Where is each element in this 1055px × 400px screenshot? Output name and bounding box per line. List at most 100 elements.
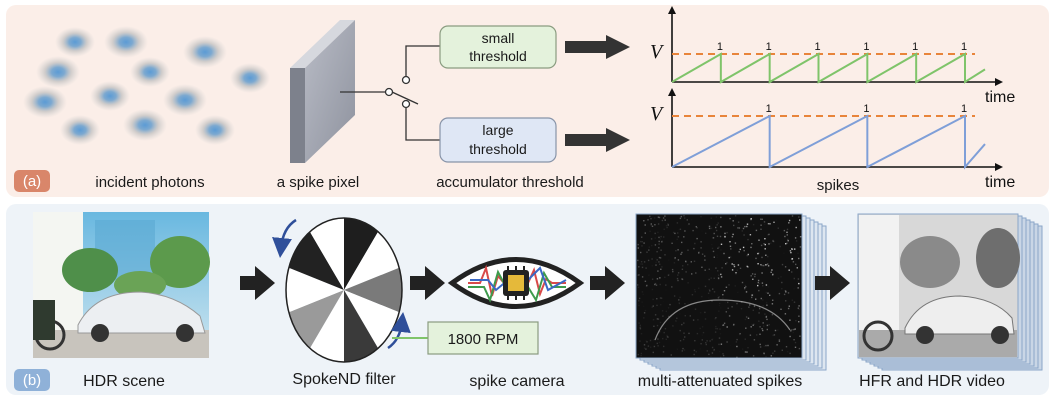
spike-dot: [743, 288, 746, 290]
spike-dot: [749, 234, 752, 236]
spike-dot: [723, 322, 726, 324]
spike-pixel: [290, 20, 355, 163]
spike-dot: [682, 347, 684, 350]
spike-dot: [694, 290, 696, 293]
spike-dot: [652, 265, 653, 266]
spike-dot: [676, 317, 678, 319]
spike-dot: [729, 256, 732, 258]
spike-dot: [712, 237, 715, 239]
spike-dot: [766, 263, 769, 265]
spike-dot: [750, 246, 752, 249]
spike-dot: [657, 345, 659, 347]
spike-value-label: 1: [961, 41, 967, 53]
panel-a-background: [6, 5, 1049, 197]
spike-dot: [640, 261, 643, 263]
spike-dot: [722, 324, 724, 326]
spike-dot: [679, 313, 680, 314]
spike-dot: [701, 253, 704, 255]
spike-dot: [740, 308, 743, 310]
spike-dot: [739, 248, 741, 251]
spike-dot: [734, 242, 737, 244]
filter-rim: [285, 217, 403, 363]
spike-dot: [738, 333, 741, 336]
spike-dot: [751, 273, 754, 275]
spike-dot: [659, 257, 662, 259]
spike-dot: [783, 229, 786, 232]
spike-dot: [741, 348, 744, 350]
spike-dot: [643, 344, 646, 346]
spike-dot: [771, 274, 774, 276]
spike-dot: [745, 327, 747, 329]
spike-dot: [681, 350, 683, 352]
spike-dot: [759, 307, 761, 310]
spike-dot: [792, 261, 795, 263]
spike-pixel-label: a spike pixel: [277, 174, 360, 191]
spike-dot: [691, 273, 693, 275]
rpm-box: [427, 321, 539, 355]
arrow-3: [590, 266, 625, 300]
spike-dot: [649, 230, 651, 232]
spike-dot: [687, 282, 689, 284]
spike-dot: [650, 238, 653, 240]
spike-dot: [741, 281, 744, 284]
spike-dot: [751, 323, 753, 326]
spike-dot: [771, 355, 772, 356]
spike-dot: [652, 285, 653, 286]
arrow-4: [815, 266, 850, 300]
photon-icon: [55, 27, 95, 57]
spike-dot: [664, 219, 666, 221]
spike-dot: [777, 227, 779, 229]
spike-dot: [674, 257, 676, 259]
spike-dot: [718, 296, 720, 298]
spike-dot: [679, 228, 682, 230]
spike-dot: [651, 278, 654, 280]
small-threshold-line2: threshold: [469, 48, 527, 64]
spike-dot: [770, 355, 772, 357]
spike-dot: [720, 307, 721, 308]
spike-dot: [711, 300, 713, 302]
spike-dot: [779, 245, 781, 248]
spike-dot: [783, 293, 786, 296]
spike-dot: [657, 318, 660, 320]
spike-dot: [681, 268, 684, 270]
spike-value-label: 1: [961, 103, 967, 115]
spike-dot: [694, 289, 696, 291]
spike-dot: [781, 349, 783, 351]
spike-dot: [739, 267, 742, 269]
spike-dot: [654, 224, 656, 226]
spike-dot: [791, 258, 793, 260]
spike-dot: [659, 297, 662, 299]
photon-icon: [36, 56, 80, 88]
spike-dot: [755, 257, 757, 260]
spike-dot: [737, 227, 739, 229]
spike-dot: [684, 303, 686, 305]
spike-dot: [791, 329, 793, 331]
spike-dot: [694, 340, 696, 342]
spike-dot: [745, 316, 748, 318]
spike-dot: [794, 248, 796, 250]
spike-dot: [713, 277, 715, 279]
filter-sector: [288, 290, 344, 349]
spike-dot: [666, 336, 669, 338]
spike-dot: [720, 216, 722, 219]
spike-dot: [744, 338, 746, 340]
spike-dot: [639, 328, 642, 330]
spike-dot: [645, 348, 647, 350]
spike-dot: [661, 241, 663, 243]
spike-dot: [643, 306, 644, 307]
spike-dot: [666, 334, 668, 337]
spike-waveform: [671, 114, 986, 170]
spike-dot: [731, 269, 734, 271]
spike-dot: [799, 246, 802, 248]
spike-dot: [662, 337, 664, 340]
spike-dot: [738, 251, 740, 253]
spike-dot: [761, 272, 763, 274]
spike-dot: [665, 225, 668, 227]
spike-dot: [668, 260, 669, 261]
spike-dot: [713, 291, 716, 293]
spike-dot: [776, 219, 777, 220]
spike-dot: [787, 292, 790, 294]
spike-dot: [700, 247, 702, 249]
filter-sector: [309, 290, 344, 362]
